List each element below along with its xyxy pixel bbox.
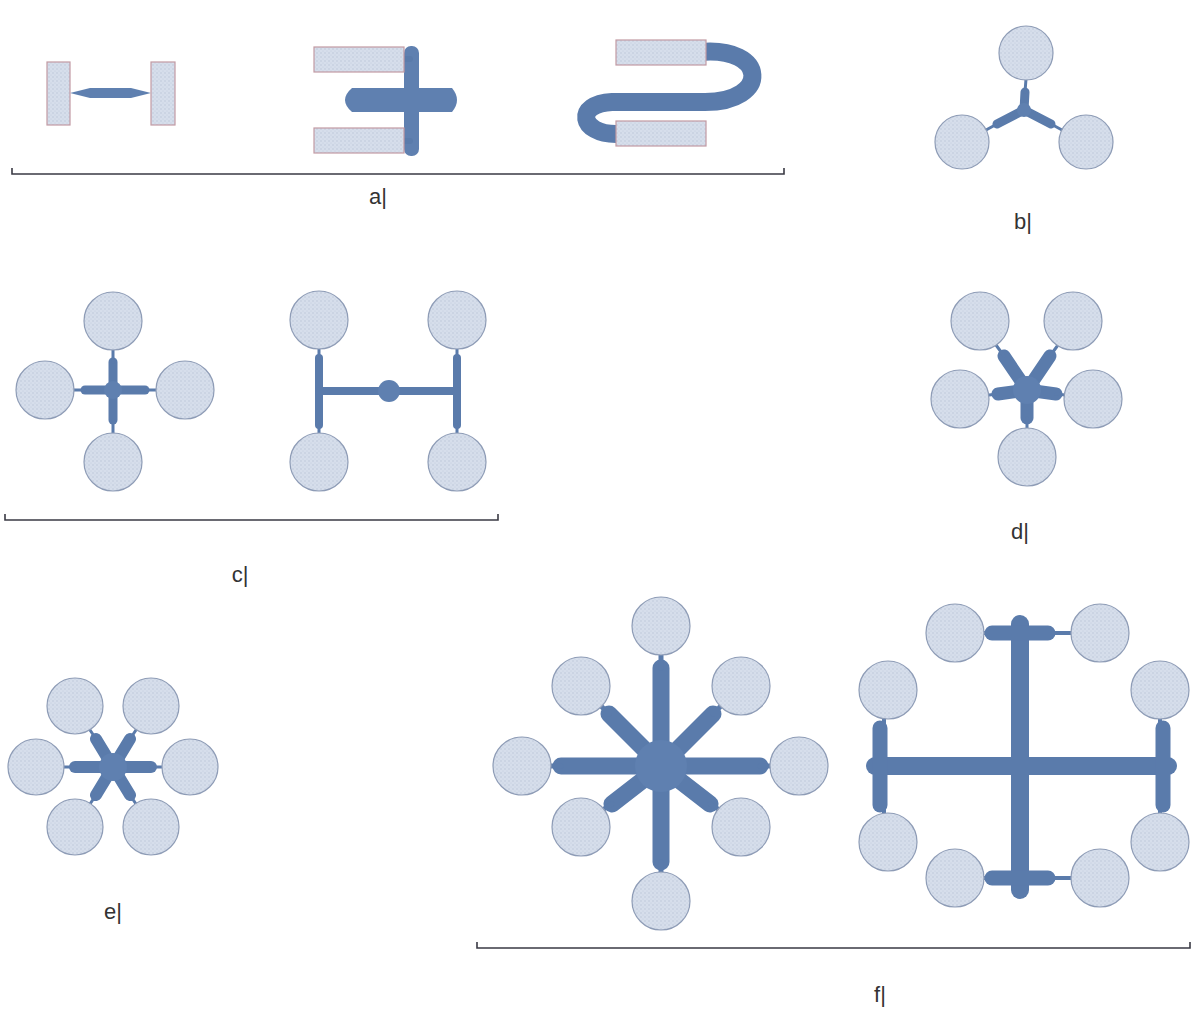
- panel-c-figure: [5, 291, 498, 520]
- panel-label: f|: [874, 984, 886, 1006]
- panel-a-figure: [12, 40, 784, 174]
- panel-label: b|: [1014, 211, 1032, 233]
- panel-label: a|: [369, 186, 387, 208]
- panel-label: c|: [232, 564, 249, 586]
- panel-label: d|: [1011, 521, 1029, 543]
- panel-f-figure: [477, 597, 1190, 948]
- panel-label: e|: [104, 901, 122, 923]
- panel-b-figure: [935, 26, 1113, 169]
- panel-d-figure: [931, 292, 1122, 486]
- panel-e-figure: [8, 678, 218, 855]
